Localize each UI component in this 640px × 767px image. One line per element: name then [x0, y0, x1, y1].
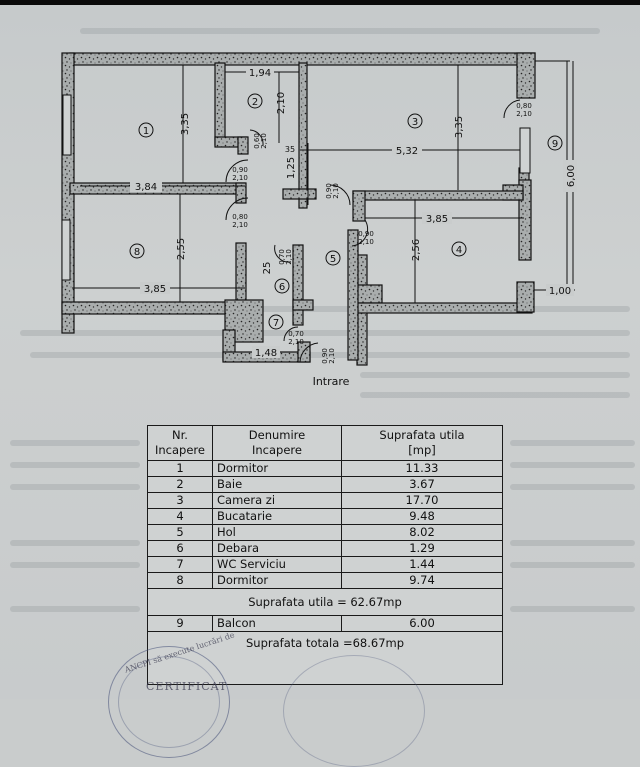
svg-text:2,10: 2,10 [332, 183, 340, 199]
svg-text:0,70: 0,70 [288, 330, 304, 338]
svg-text:1: 1 [143, 126, 149, 137]
svg-text:0,90: 0,90 [321, 348, 329, 364]
entrance-label: Intrare [313, 375, 350, 388]
room-marker-9: 9 [547, 135, 563, 151]
door-swings [225, 99, 521, 363]
svg-text:2,10: 2,10 [232, 174, 248, 182]
svg-text:2,55: 2,55 [176, 238, 187, 260]
svg-text:2,10: 2,10 [328, 348, 336, 364]
svg-text:25: 25 [262, 262, 273, 275]
room-marker-8: 8 [129, 243, 145, 259]
svg-text:0,90: 0,90 [232, 166, 248, 174]
svg-text:2: 2 [252, 97, 258, 108]
svg-text:0,80: 0,80 [232, 213, 248, 221]
svg-text:9: 9 [552, 139, 558, 150]
svg-text:3,35: 3,35 [454, 116, 465, 138]
svg-text:7: 7 [273, 318, 279, 329]
svg-text:3,85: 3,85 [426, 214, 448, 225]
svg-text:1,48: 1,48 [255, 348, 277, 359]
walls [61, 52, 536, 366]
svg-text:2,10: 2,10 [232, 221, 248, 229]
room-marker-5: 5 [325, 250, 341, 266]
svg-text:3,85: 3,85 [144, 284, 166, 295]
svg-text:2,10: 2,10 [358, 238, 374, 246]
floor-plan: 1 2 3 4 5 6 7 8 9 3,84 3,35 1,94 2,10 35… [61, 52, 577, 388]
stamp-title: CERTIFICAT [146, 680, 228, 693]
top-dark-edge [0, 0, 640, 5]
svg-text:3,35: 3,35 [180, 113, 191, 135]
svg-text:0,90: 0,90 [325, 183, 333, 199]
svg-text:3: 3 [412, 117, 418, 128]
header-area: Suprafata utila[mp] [341, 425, 503, 461]
svg-text:2,10: 2,10 [516, 110, 532, 118]
svg-text:4: 4 [456, 245, 462, 256]
svg-text:6,00: 6,00 [566, 165, 577, 187]
svg-text:0,80: 0,80 [516, 102, 532, 110]
svg-text:2,10: 2,10 [288, 338, 304, 346]
svg-text:8: 8 [134, 247, 140, 258]
svg-text:2,10: 2,10 [285, 249, 293, 265]
svg-text:2,10: 2,10 [260, 133, 268, 149]
room-labels: 1 2 3 4 5 6 7 8 9 [129, 93, 563, 330]
room-marker-6: 6 [274, 278, 290, 294]
useful-area-total-row: Suprafata utila = 62.67mp [147, 588, 503, 616]
door-labels: 0,90 2,10 0,80 2,10 0,60 2,10 0,90 2,10 … [232, 102, 532, 364]
room-marker-2: 2 [247, 93, 263, 109]
svg-text:0,70: 0,70 [278, 249, 286, 265]
dimension-labels: 3,84 3,35 1,94 2,10 35 1,25 5,32 3,35 3,… [130, 66, 577, 359]
svg-text:5: 5 [330, 254, 336, 265]
room-marker-4: 4 [451, 241, 467, 257]
room-marker-3: 3 [407, 113, 423, 129]
svg-text:6: 6 [279, 282, 285, 293]
svg-text:2,56: 2,56 [411, 239, 422, 261]
svg-text:35: 35 [285, 145, 295, 154]
svg-text:1,00: 1,00 [549, 286, 571, 297]
svg-text:2,10: 2,10 [276, 92, 287, 114]
svg-text:0,90: 0,90 [358, 230, 374, 238]
svg-text:0,60: 0,60 [253, 133, 261, 149]
svg-text:1,94: 1,94 [249, 68, 271, 79]
svg-text:1,25: 1,25 [286, 157, 297, 179]
room-marker-7: 7 [268, 314, 284, 330]
header-nr: Nr.Incapere [147, 425, 213, 461]
room-marker-1: 1 [138, 122, 154, 138]
svg-text:5,32: 5,32 [396, 146, 418, 157]
svg-text:3,84: 3,84 [135, 182, 157, 193]
